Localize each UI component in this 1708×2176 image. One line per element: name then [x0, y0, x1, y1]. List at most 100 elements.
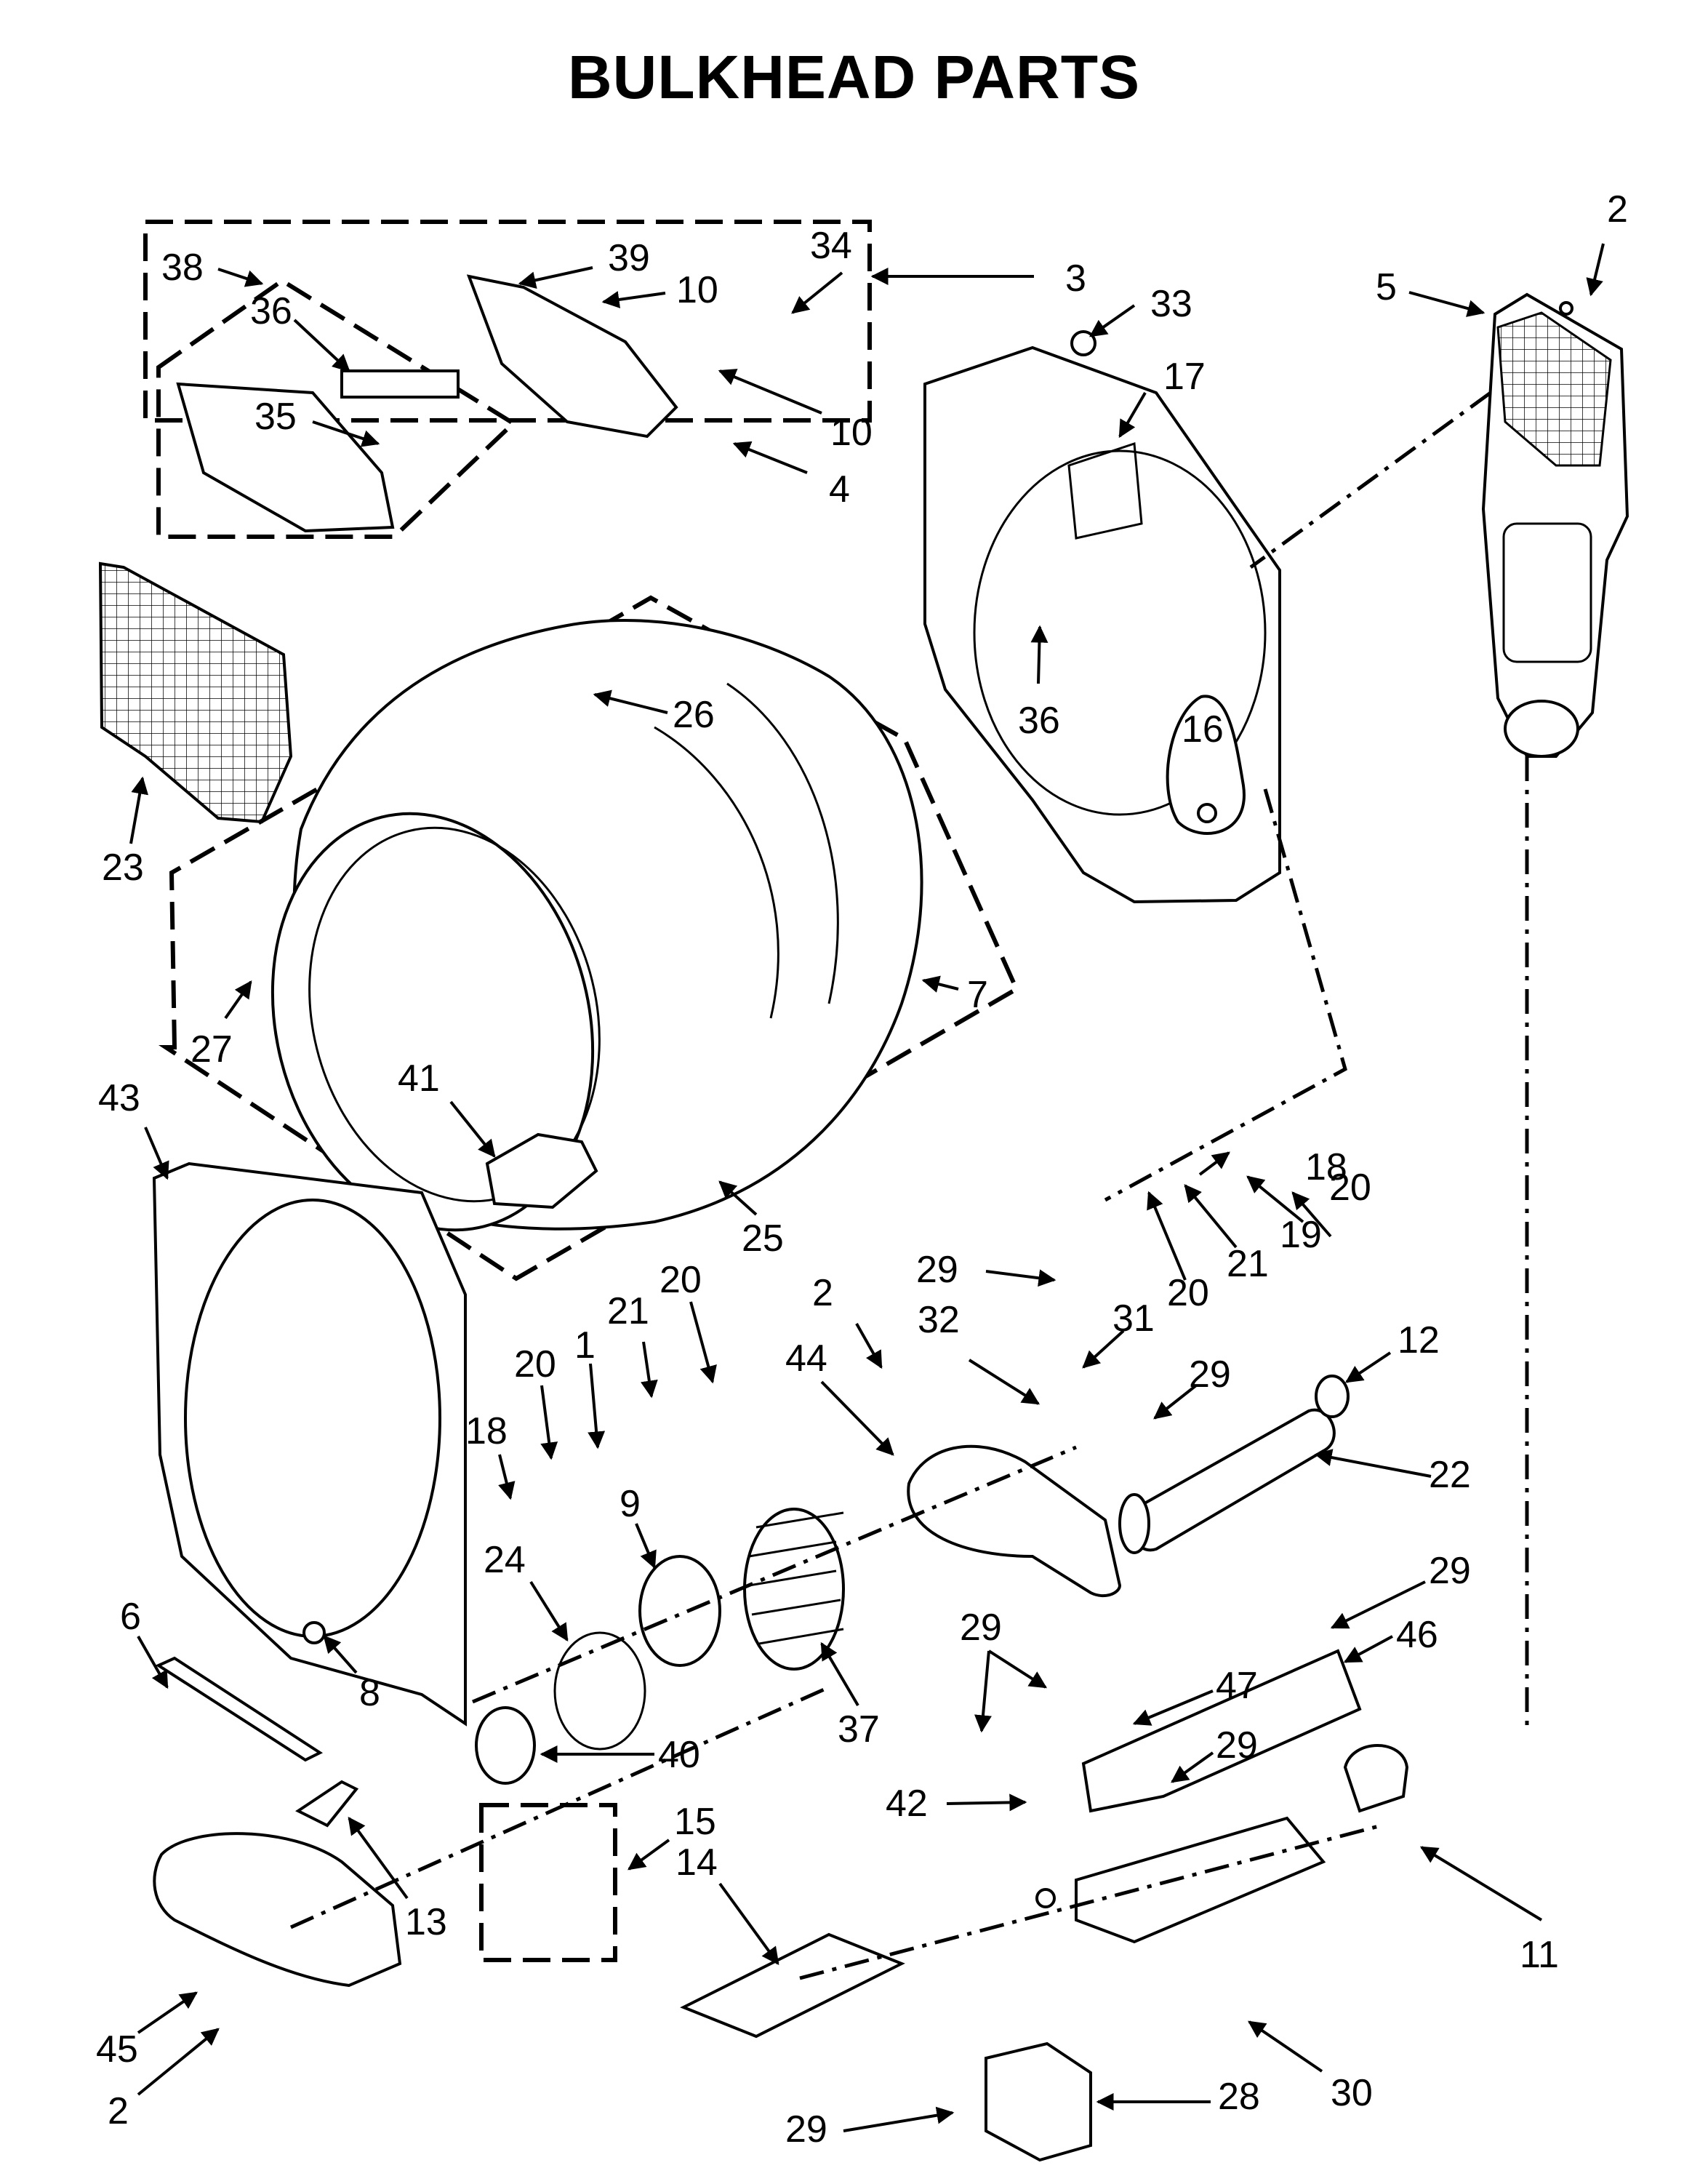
callout-2-bottom: 2 — [108, 2090, 129, 2132]
callout-3: 3 — [1065, 257, 1086, 300]
callout-40: 40 — [658, 1734, 700, 1776]
callout-29-c: 29 — [960, 1607, 1002, 1649]
leader-26 — [593, 689, 668, 714]
seal-ring-24 — [553, 1631, 646, 1751]
leader-23 — [129, 776, 149, 844]
callout-21-a: 21 — [607, 1290, 649, 1332]
leader-11 — [1419, 1846, 1543, 1921]
leader-8 — [323, 1635, 358, 1674]
leader-12 — [1345, 1351, 1392, 1383]
callout-26: 26 — [673, 694, 715, 736]
callout-28: 28 — [1218, 2076, 1260, 2118]
callout-9: 9 — [620, 1483, 641, 1525]
heater-shield — [1081, 1649, 1362, 1813]
leader-36 — [293, 319, 350, 372]
heater-tube-end — [1118, 1493, 1150, 1554]
leader-7 — [921, 975, 959, 993]
lint-screen — [98, 561, 293, 824]
leader-15 — [628, 1839, 670, 1871]
callout-29-e: 29 — [1216, 1724, 1258, 1767]
callout-29-f: 29 — [1429, 1550, 1471, 1592]
assembly-line-b — [1249, 391, 1492, 569]
leader-37 — [820, 1641, 859, 1707]
outlet-clamp — [1343, 1744, 1409, 1813]
callout-18-b: 18 — [1305, 1146, 1347, 1188]
leader-29-c — [987, 1649, 1048, 1689]
leader-36-b — [1030, 625, 1049, 684]
housing-subgroup-box — [156, 278, 517, 539]
callout-44: 44 — [785, 1337, 827, 1380]
callout-10-a: 10 — [676, 269, 718, 311]
duct-panel — [1502, 522, 1592, 663]
callout-19: 19 — [1280, 1214, 1322, 1256]
leader-41 — [449, 1100, 496, 1158]
front-bulkhead-opening — [184, 1199, 441, 1638]
bracket — [985, 2041, 1092, 2162]
callout-20-a: 20 — [514, 1343, 556, 1385]
callout-7: 7 — [967, 974, 988, 1016]
callout-15: 15 — [674, 1801, 716, 1843]
callout-6: 6 — [120, 1596, 141, 1638]
user-interface-housing — [466, 274, 678, 439]
callout-41: 41 — [398, 1057, 440, 1100]
callout-16: 16 — [1182, 708, 1224, 751]
leader-29-e — [1171, 1751, 1214, 1783]
leader-17 — [1118, 391, 1147, 439]
callout-10-b: 10 — [830, 412, 873, 454]
leader-25 — [718, 1180, 758, 1216]
callout-36: 36 — [250, 290, 292, 332]
assembly-line-d — [472, 1445, 1077, 1704]
callout-21-b: 21 — [1227, 1243, 1269, 1285]
drum-baffle — [485, 1132, 598, 1209]
callout-13: 13 — [405, 1901, 447, 1943]
callout-27: 27 — [191, 1028, 233, 1071]
heater-element — [680, 1932, 905, 2039]
callout-36-b: 36 — [1018, 700, 1060, 742]
leader-45 — [137, 1991, 198, 2034]
seal-plate — [638, 1555, 721, 1667]
leader-4 — [732, 441, 808, 474]
leader-46 — [1343, 1635, 1393, 1663]
leader-1 — [588, 1363, 606, 1449]
leader-43 — [144, 1127, 169, 1180]
nut-8 — [302, 1621, 326, 1644]
base-pan — [1075, 1816, 1326, 1944]
callout-1: 1 — [574, 1324, 596, 1367]
callout-30: 30 — [1331, 2072, 1373, 2114]
leader-47 — [1132, 1689, 1214, 1726]
callout-25: 25 — [742, 1217, 784, 1260]
blower-housing — [907, 1444, 1122, 1598]
leader-21-a — [640, 1341, 658, 1399]
leader-31 — [1082, 1329, 1125, 1369]
callout-4: 4 — [829, 468, 850, 511]
leader-20-b — [689, 1301, 717, 1384]
callout-17: 17 — [1163, 356, 1206, 398]
leader-29-f — [1330, 1580, 1426, 1629]
leader-2-mid — [855, 1323, 883, 1369]
blower-wheel — [743, 1508, 845, 1671]
callout-20-d: 20 — [1167, 1272, 1209, 1314]
callout-38: 38 — [161, 247, 204, 289]
nut — [1070, 330, 1096, 356]
heater-tube — [1126, 1408, 1336, 1552]
control-housing — [176, 382, 395, 533]
callout-33: 33 — [1150, 283, 1192, 325]
rear-bulkhead-bracket — [1067, 441, 1143, 540]
callout-29-b: 29 — [1189, 1353, 1231, 1396]
leader-10-a — [601, 291, 666, 308]
duct-screen — [1496, 311, 1612, 467]
leader-38 — [217, 268, 264, 287]
drum-front-ring — [270, 812, 595, 1232]
callout-31: 31 — [1112, 1297, 1155, 1340]
callout-12: 12 — [1398, 1319, 1440, 1361]
leader-35 — [312, 420, 380, 447]
callout-29-g: 29 — [785, 2108, 827, 2151]
kit-group-box — [479, 1803, 617, 1962]
leader-18-a — [498, 1454, 516, 1500]
clip — [295, 1780, 359, 1828]
assembly-line-e — [289, 1685, 830, 1929]
leader-5 — [1408, 291, 1486, 317]
callout-2-mid: 2 — [812, 1272, 833, 1314]
leader-29-g — [843, 2106, 955, 2132]
